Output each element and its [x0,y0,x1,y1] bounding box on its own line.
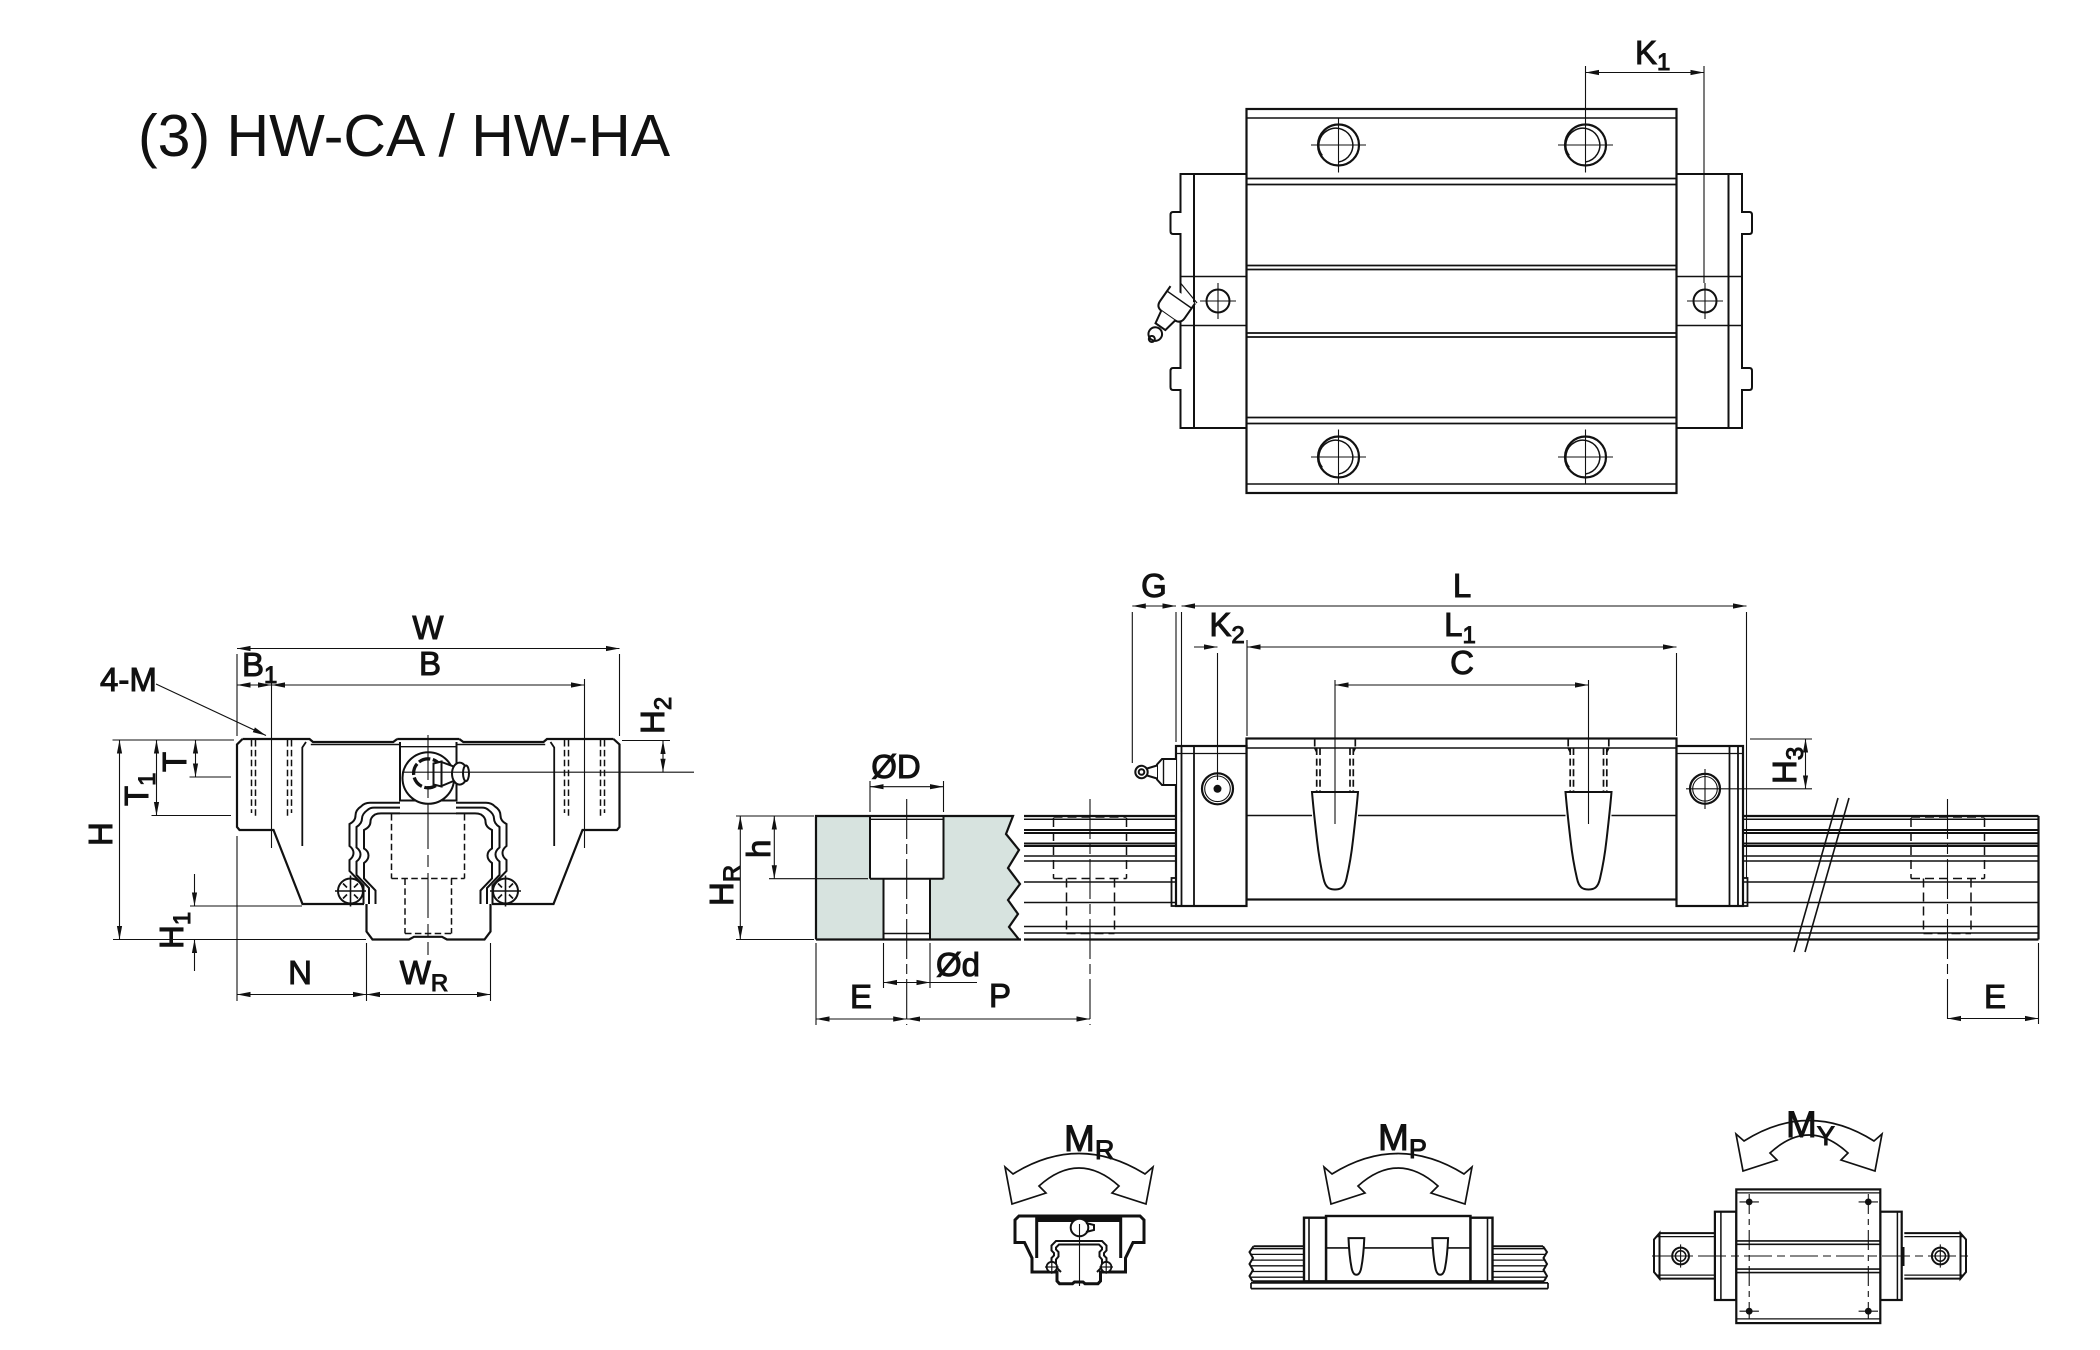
svg-text:P: P [989,977,1011,1014]
svg-text:H2: H2 [634,697,677,734]
svg-text:E: E [1984,978,2006,1015]
svg-text:B: B [419,645,441,682]
svg-text:(3) HW-CA / HW-HA: (3) HW-CA / HW-HA [138,103,671,169]
svg-text:4-M: 4-M [100,661,157,698]
svg-text:N: N [288,954,312,991]
svg-text:T: T [156,752,193,772]
svg-text:T1: T1 [118,772,161,806]
svg-text:h: h [740,840,777,858]
svg-text:E: E [850,978,872,1015]
svg-text:G: G [1141,567,1167,604]
svg-text:H: H [82,822,119,846]
svg-text:Ød: Ød [936,946,980,983]
svg-text:B1: B1 [242,646,277,689]
svg-text:ØD: ØD [871,748,921,785]
svg-text:W: W [412,609,444,646]
svg-text:MR: MR [1064,1118,1114,1165]
svg-text:L: L [1453,567,1471,604]
svg-text:C: C [1450,644,1474,681]
